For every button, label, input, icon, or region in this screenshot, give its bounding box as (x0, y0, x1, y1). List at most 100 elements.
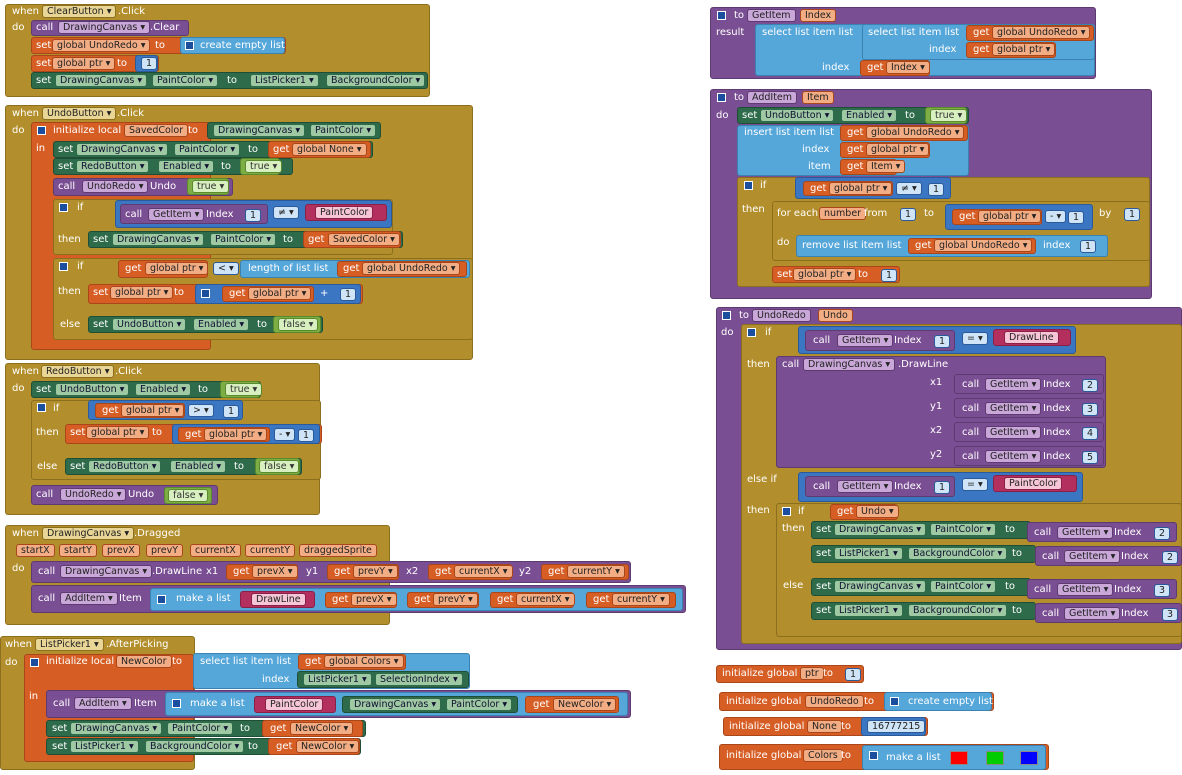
variable-dropdown[interactable]: Item (866, 160, 906, 173)
component-dropdown[interactable]: RedoButton (76, 160, 150, 173)
canvas-dropdown[interactable]: DrawingCanvas (58, 21, 151, 34)
property-dropdown[interactable]: Enabled (158, 160, 215, 173)
procedure-dropdown[interactable]: GetItem (1064, 550, 1121, 563)
mutator-gear-icon[interactable] (201, 289, 210, 298)
procedure-dropdown[interactable]: GetItem (148, 208, 205, 221)
variable-dropdown[interactable]: currentX (454, 565, 513, 578)
component-dropdown[interactable]: ListPicker1 (303, 673, 372, 686)
procedure-dropdown[interactable]: GetItem (837, 480, 894, 493)
variable-dropdown[interactable]: global ptr (52, 57, 116, 70)
property-dropdown[interactable]: BackgroundColor (326, 74, 426, 87)
procedure-dropdown[interactable]: AddItem (74, 697, 132, 710)
variable-dropdown[interactable]: NewColor (553, 698, 617, 711)
number-field[interactable]: 1 (1080, 240, 1097, 253)
local-name-field[interactable]: SavedColor (124, 124, 189, 137)
mutator-gear-icon[interactable] (157, 595, 166, 604)
procedure-dropdown[interactable]: GetItem (837, 334, 894, 347)
component-dropdown[interactable]: UndoButton (760, 109, 835, 122)
property-dropdown[interactable]: SelectionIndex (375, 673, 463, 686)
variable-dropdown[interactable]: global ptr (110, 286, 174, 299)
boolean-dropdown[interactable]: false (168, 489, 209, 502)
component-dropdown[interactable]: DrawingCanvas (213, 124, 306, 137)
variable-dropdown[interactable]: global ptr (992, 43, 1056, 56)
property-dropdown[interactable]: PaintColor (930, 580, 997, 593)
procedure-dropdown[interactable]: GetItem (985, 426, 1042, 439)
number-field[interactable]: 4 (1082, 427, 1099, 440)
mutator-gear-icon[interactable] (59, 262, 68, 271)
mutator-gear-icon[interactable] (744, 181, 753, 190)
variable-dropdown[interactable]: global ptr (121, 404, 185, 417)
variable-dropdown[interactable]: Index (886, 61, 930, 74)
property-dropdown[interactable]: BackgroundColor (145, 740, 245, 753)
property-dropdown[interactable]: Enabled (170, 460, 227, 473)
variable-dropdown[interactable]: Undo (856, 505, 899, 518)
variable-dropdown[interactable]: global UndoRedo (992, 26, 1091, 39)
param-starty[interactable]: startY (59, 544, 97, 557)
global-name-field[interactable]: UndoRedo (805, 695, 864, 708)
component-dropdown[interactable]: DrawingCanvas (834, 580, 927, 593)
number-field[interactable]: 2 (1082, 379, 1099, 392)
param-prevx[interactable]: prevX (102, 544, 140, 557)
variable-dropdown[interactable]: global ptr (793, 268, 857, 281)
procedure-dropdown[interactable]: GetItem (1057, 583, 1114, 596)
number-field[interactable]: 2 (1154, 527, 1171, 540)
component-dropdown[interactable]: ListPicker1 (834, 604, 903, 617)
component-dropdown[interactable]: DrawingCanvas (349, 698, 442, 711)
create-empty-list-block[interactable] (180, 37, 285, 54)
variable-dropdown[interactable]: global ptr (978, 210, 1042, 223)
boolean-dropdown[interactable]: false (259, 460, 300, 473)
number-field[interactable]: 16777215 (867, 720, 926, 733)
number-field[interactable]: 1 (298, 429, 315, 442)
operator-dropdown[interactable]: ≠ (896, 182, 922, 195)
number-field[interactable]: 1 (1068, 211, 1085, 224)
global-ptr-block[interactable] (716, 665, 864, 683)
variable-dropdown[interactable]: prevX (351, 593, 397, 606)
mutator-gear-icon[interactable] (890, 697, 899, 706)
event-component-dropdown[interactable]: ListPicker1 (35, 638, 104, 651)
boolean-dropdown[interactable]: true (930, 109, 968, 122)
operator-dropdown[interactable]: < (213, 262, 239, 275)
number-field[interactable]: 1 (223, 405, 240, 418)
property-dropdown[interactable]: PaintColor (930, 523, 997, 536)
mutator-gear-icon[interactable] (37, 126, 46, 135)
operator-dropdown[interactable]: = (962, 478, 988, 491)
param-startx[interactable]: startX (16, 544, 55, 557)
event-component-dropdown[interactable]: RedoButton (41, 365, 115, 378)
component-dropdown[interactable]: RedoButton (88, 460, 162, 473)
variable-dropdown[interactable]: global Colors (324, 655, 404, 668)
color-swatch-red[interactable] (950, 751, 968, 765)
procedure-name-field[interactable]: UndoRedo (752, 309, 811, 322)
property-dropdown[interactable]: PaintColor (310, 124, 377, 137)
component-dropdown[interactable]: DrawingCanvas (55, 74, 148, 87)
procedure-dropdown[interactable]: AddItem (60, 592, 118, 605)
number-field[interactable]: 1 (900, 208, 917, 221)
param-currentx[interactable]: currentX (190, 544, 241, 557)
text-field[interactable]: PaintColor (265, 698, 324, 711)
variable-dropdown[interactable]: currentY (567, 565, 625, 578)
property-dropdown[interactable]: BackgroundColor (908, 547, 1008, 560)
mutator-gear-icon[interactable] (869, 751, 878, 760)
param-currenty[interactable]: currentY (245, 544, 296, 557)
mutator-gear-icon[interactable] (747, 328, 756, 337)
property-dropdown[interactable]: PaintColor (446, 698, 513, 711)
variable-dropdown[interactable]: global ptr (204, 428, 268, 441)
procedure-dropdown[interactable]: UndoRedo (60, 488, 127, 501)
variable-dropdown[interactable]: currentY (612, 593, 670, 606)
event-component-dropdown[interactable]: ClearButton (42, 5, 117, 18)
local-name-field[interactable]: NewColor (116, 655, 172, 668)
number-field[interactable]: 3 (1162, 608, 1179, 621)
variable-dropdown[interactable]: global ptr (145, 262, 209, 275)
param-field[interactable]: Undo (818, 309, 853, 322)
mutator-gear-icon[interactable] (782, 507, 791, 516)
property-dropdown[interactable]: PaintColor (167, 722, 234, 735)
mutator-gear-icon[interactable] (172, 699, 181, 708)
number-field[interactable]: 1 (934, 335, 951, 348)
variable-dropdown[interactable]: global UndoRedo (362, 262, 461, 275)
component-dropdown[interactable]: UndoButton (55, 383, 130, 396)
procedure-dropdown[interactable]: UndoRedo (82, 180, 149, 193)
text-field[interactable]: DrawLine (251, 593, 306, 606)
component-dropdown[interactable]: DrawingCanvas (834, 523, 927, 536)
operator-dropdown[interactable]: ≠ (273, 206, 299, 219)
create-empty-list-block[interactable] (884, 692, 992, 711)
operator-dropdown[interactable]: - (274, 428, 296, 441)
